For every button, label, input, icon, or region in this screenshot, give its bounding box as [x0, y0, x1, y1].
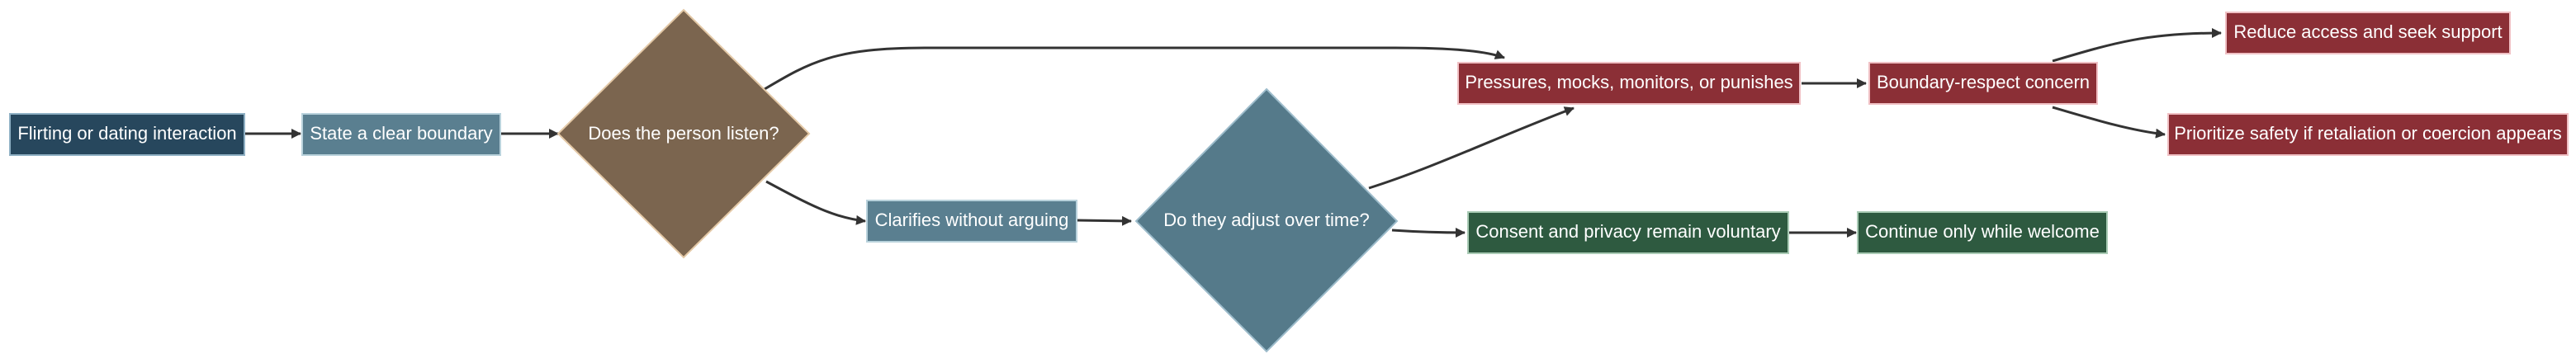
- node-concern-label: Boundary-respect concern: [1877, 72, 2090, 92]
- node-safety-label: Prioritize safety if retaliation or coer…: [2174, 123, 2562, 144]
- edges: [244, 28, 2222, 238]
- node-consent-label: Consent and privacy remain voluntary: [1475, 221, 1780, 242]
- node-adjust: Do they adjust over time?: [1134, 87, 1399, 353]
- node-listen-label: Does the person listen?: [588, 123, 779, 144]
- node-pressures: Pressures, mocks, monitors, or punishes: [1457, 62, 1801, 105]
- edge-clarifies-to-adjust: [1076, 215, 1132, 226]
- node-reduce: Reduce access and seek support: [2225, 12, 2511, 54]
- node-boundary: State a clear boundary: [301, 113, 501, 156]
- edge-concern-to-reduce: [2052, 28, 2222, 63]
- node-clarifies: Clarifies without arguing: [866, 200, 1077, 243]
- edge-listen-to-pressures: [764, 46, 1505, 91]
- node-continue-label: Continue only while welcome: [1865, 221, 2100, 242]
- node-boundary-label: State a clear boundary: [310, 123, 492, 144]
- node-start: Flirting or dating interaction: [9, 113, 245, 156]
- node-concern: Boundary-respect concern: [1868, 62, 2098, 105]
- node-start-label: Flirting or dating interaction: [17, 123, 236, 144]
- node-continue: Continue only while welcome: [1857, 211, 2108, 254]
- edge-adjust-to-consent: [1391, 227, 1466, 238]
- edge-concern-to-safety: [2052, 106, 2166, 139]
- node-clarifies-label: Clarifies without arguing: [875, 210, 1069, 230]
- node-consent: Consent and privacy remain voluntary: [1467, 211, 1789, 254]
- edge-listen-to-clarifies: [765, 180, 866, 225]
- node-reduce-label: Reduce access and seek support: [2233, 21, 2502, 42]
- node-adjust-label: Do they adjust over time?: [1163, 210, 1369, 230]
- edge-adjust-to-pressures: [1368, 106, 1574, 190]
- node-pressures-label: Pressures, mocks, monitors, or punishes: [1465, 72, 1792, 92]
- node-listen: Does the person listen?: [556, 8, 811, 259]
- node-safety: Prioritize safety if retaliation or coer…: [2167, 113, 2569, 156]
